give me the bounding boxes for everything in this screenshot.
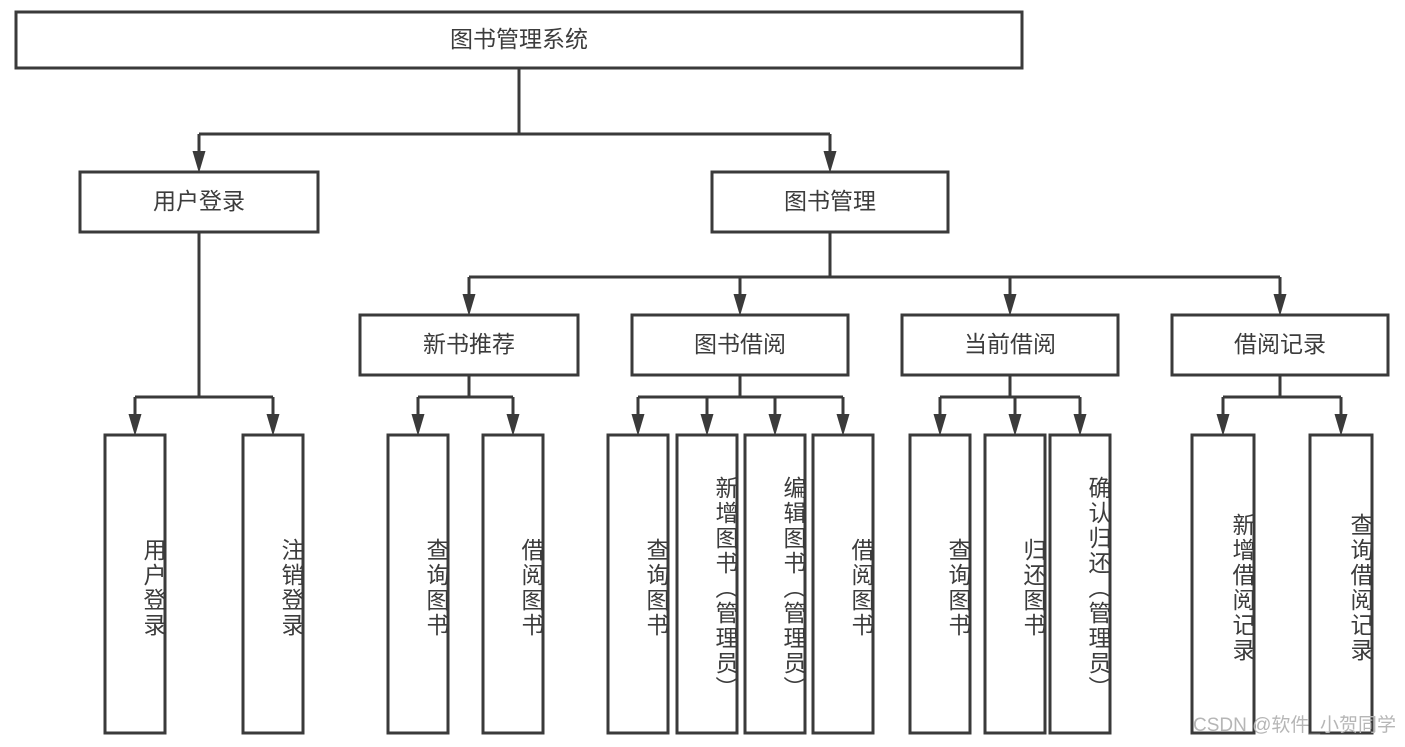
arrow-head-leaf-add-book	[700, 414, 714, 436]
node-box-leaf-query-book-3[interactable]	[908, 433, 972, 735]
node-box-leaf-borrow-book-2[interactable]	[811, 433, 875, 735]
arrow-head-leaf-query-book-3	[933, 414, 947, 436]
node-label-current-borrow: 当前借阅	[964, 331, 1056, 357]
node-label-borrow-record: 借阅记录	[1234, 331, 1326, 357]
arrow-head-leaf-user-login	[128, 414, 142, 436]
node-box-leaf-edit-book[interactable]	[743, 433, 807, 735]
arrow-head-leaf-query-record	[1334, 414, 1348, 436]
arrow-head-leaf-add-record	[1216, 414, 1230, 436]
node-box-borrow-record[interactable]	[1170, 313, 1390, 377]
node-box-leaf-add-record[interactable]	[1190, 433, 1256, 735]
connectors-layer	[128, 68, 1348, 436]
node-label-book-borrow: 图书借阅	[694, 331, 786, 357]
node-box-book-borrow[interactable]	[630, 313, 850, 377]
node-label-book-manage: 图书管理	[784, 188, 876, 214]
node-box-leaf-borrow-book-1[interactable]	[481, 433, 545, 735]
node-label-user-login: 用户登录	[153, 188, 245, 214]
node-box-leaf-query-record[interactable]	[1308, 433, 1374, 735]
node-box-leaf-query-book-2[interactable]	[606, 433, 670, 735]
arrow-head-borrow-record	[1273, 294, 1287, 316]
node-box-leaf-query-book-1[interactable]	[386, 433, 450, 735]
arrow-head-book-manage	[823, 151, 837, 173]
node-box-leaf-return-book[interactable]	[983, 433, 1047, 735]
node-label-root: 图书管理系统	[450, 26, 588, 52]
arrow-head-leaf-confirm-return	[1073, 414, 1087, 436]
arrow-head-leaf-query-book-2	[631, 414, 645, 436]
arrow-head-leaf-return-book	[1008, 414, 1022, 436]
arrow-head-book-borrow	[733, 294, 747, 316]
arrow-head-current-borrow	[1003, 294, 1017, 316]
node-box-new-book-rec[interactable]	[358, 313, 580, 377]
arrow-head-leaf-borrow-book-1	[506, 414, 520, 436]
node-box-user-login[interactable]	[78, 170, 320, 234]
node-box-current-borrow[interactable]	[900, 313, 1120, 377]
arrow-head-leaf-borrow-book-2	[836, 414, 850, 436]
node-box-leaf-user-login[interactable]	[103, 433, 167, 735]
arrow-head-leaf-query-book-1	[411, 414, 425, 436]
node-box-book-manage[interactable]	[710, 170, 950, 234]
arrow-head-leaf-user-logout	[266, 414, 280, 436]
arrow-head-leaf-edit-book	[768, 414, 782, 436]
node-boxes-layer	[14, 10, 1390, 735]
node-box-leaf-confirm-return[interactable]	[1048, 433, 1112, 735]
arrow-head-user-login	[192, 151, 206, 173]
node-box-root[interactable]	[14, 10, 1024, 70]
node-label-new-book-rec: 新书推荐	[423, 331, 515, 357]
arrow-head-new-book-rec	[462, 294, 476, 316]
node-box-leaf-user-logout[interactable]	[241, 433, 305, 735]
csdn-watermark: CSDN @软件_小贺同学	[1193, 714, 1396, 736]
node-box-leaf-add-book[interactable]	[675, 433, 739, 735]
